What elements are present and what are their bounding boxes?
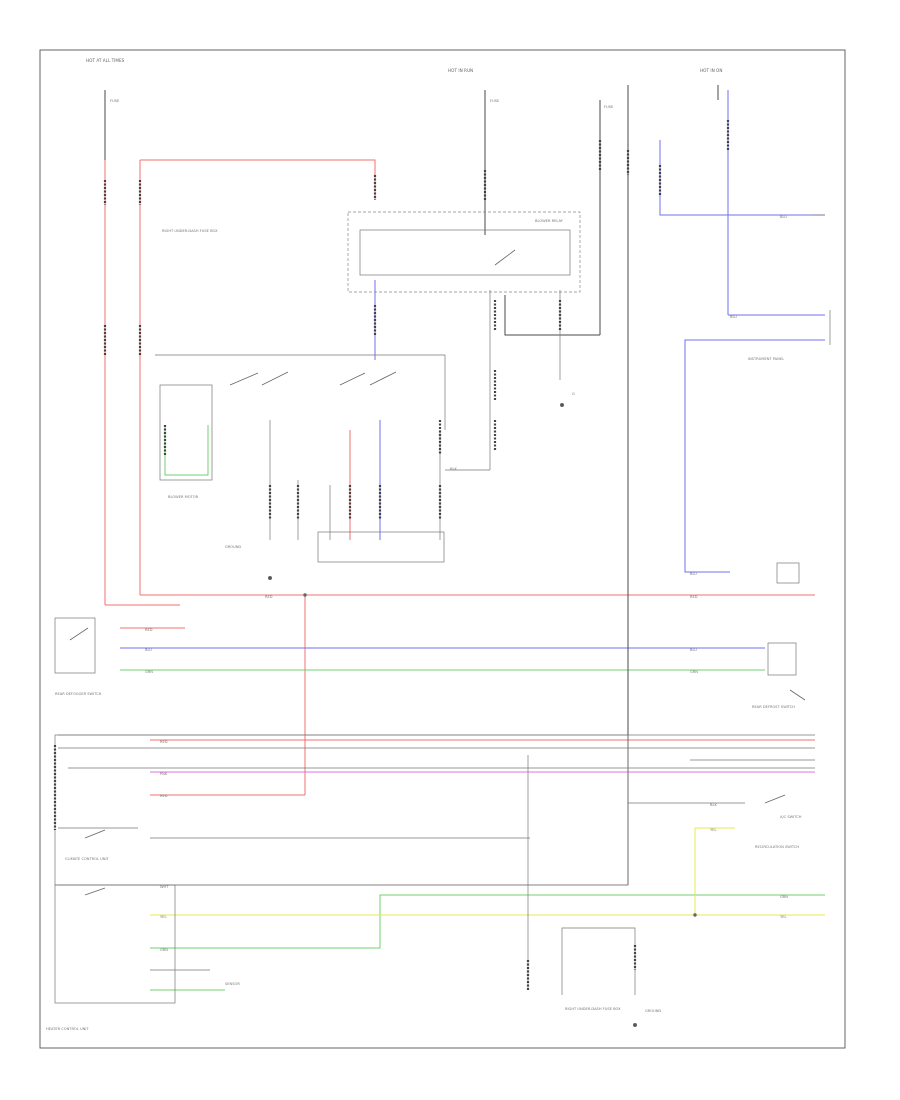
switch-bottom [84,887,106,896]
wire-tag-8: PNK [160,772,168,776]
black-wire-motor-frame [155,354,446,430]
black-wire-bottom-box [561,927,636,995]
switch-left-box [54,617,96,674]
wire-tag-11: GRN [780,895,788,899]
label-module-right: INSTRUMENT PANEL [748,357,784,361]
wire-tag-18: WHT [160,885,169,889]
label-fuse-b: FUSE [490,99,500,103]
switch-relay [494,249,516,266]
motor-box [159,384,213,481]
relay-outer-box [347,211,581,293]
splice-dot-1 [303,593,307,597]
wire-tag-9: YEL [160,915,166,919]
wire-tag-7: RED [160,740,168,744]
wire-tag-12: YEL [780,915,786,919]
label-recirc: RECIRCULATION SWITCH [755,845,799,849]
yellow-wire-riser [694,827,735,915]
label-ground-mid: GROUND [225,545,241,549]
black-wire-relay-right [504,295,600,336]
wire-tag-15: BLU [780,215,787,219]
ground-dot-1 [267,576,272,581]
wire-tag-4: RED [690,595,698,599]
switch-right-box [767,642,797,676]
switch-left [69,627,89,641]
label-ground-bottom: GROUND [645,1009,661,1013]
label-ac-switch: A/C SWITCH [780,815,802,819]
label-hot-run: HOT IN RUN [448,68,473,73]
wire-tag-1: RED [145,628,153,632]
label-switch-left: REAR DEFOGGER SWITCH [55,692,102,696]
green-wire-motor [164,425,209,476]
label-hot-on: HOT IN ON [700,68,722,73]
wire-tag-3: GRN [145,670,153,674]
label-control-unit: CLIMATE CONTROL UNIT [65,857,110,861]
label-ground-top: G [572,392,575,396]
wire-tag-16: BLU [730,315,737,319]
components [54,211,800,1004]
blue-wire-box-right [684,339,825,573]
splice-dot-2 [693,913,697,917]
label-jb-left: RIGHT UNDER-DASH FUSE BOX [162,229,218,233]
wire-tag-2: BLU [145,648,152,652]
label-relay: BLOWER RELAY [535,219,564,223]
label-sensor: SENSOR [225,982,240,986]
label-switch-right: REAR DEFROST SWITCH [752,705,795,709]
relay-inner-box [359,229,571,276]
blue-wires [120,90,825,649]
switch-c [339,372,366,386]
wire-tag-10: GRN [160,948,168,952]
red-wires [104,159,815,796]
label-hot-all: HOT AT ALL TIMES [86,58,125,63]
switch-d [369,371,397,386]
label-bottom-block: RIGHT UNDER-DASH FUSE BOX [565,1007,621,1011]
yellow-wires [150,827,825,916]
diagram-labels: HOT AT ALL TIMES HOT IN RUN HOT IN ON FU… [46,58,802,1031]
bottom-module-box [54,884,176,1004]
switch-a [229,372,259,386]
wire-tag-20: RED [265,595,273,599]
wire-tag-19: BLK [450,467,457,471]
green-wire-bottom [150,894,825,949]
wire-tag-13: YEL [710,828,716,832]
wire-tag-17: BLU [690,572,697,576]
ground-dot-3 [633,1023,638,1028]
switch-symbols [69,249,806,1028]
switch-recirc [789,689,806,701]
control-unit-box [54,734,629,886]
red-wire-top [140,159,376,200]
right-square [776,562,800,584]
green-wires [120,425,825,991]
label-fuse-a: FUSE [110,99,120,103]
connector-box [317,531,445,563]
label-bottom-unit: HEATER CONTROL UNIT [46,1027,89,1031]
wire-tag-14: BLK [710,803,717,807]
connectors [53,120,730,990]
blue-wire-top-right [659,140,825,216]
switch-b [261,371,289,386]
wire-tag-21: RED [160,794,168,798]
label-fuse-c: FUSE [604,105,614,109]
switch-unit [84,829,106,839]
ground-dot-2 [560,402,565,407]
diagram-frame [39,49,846,1049]
switch-ac [764,794,786,804]
label-motor: BLOWER MOTOR [168,495,199,499]
wire-tag-6: GRN [690,670,698,674]
wire-tag-5: BLU [690,648,697,652]
